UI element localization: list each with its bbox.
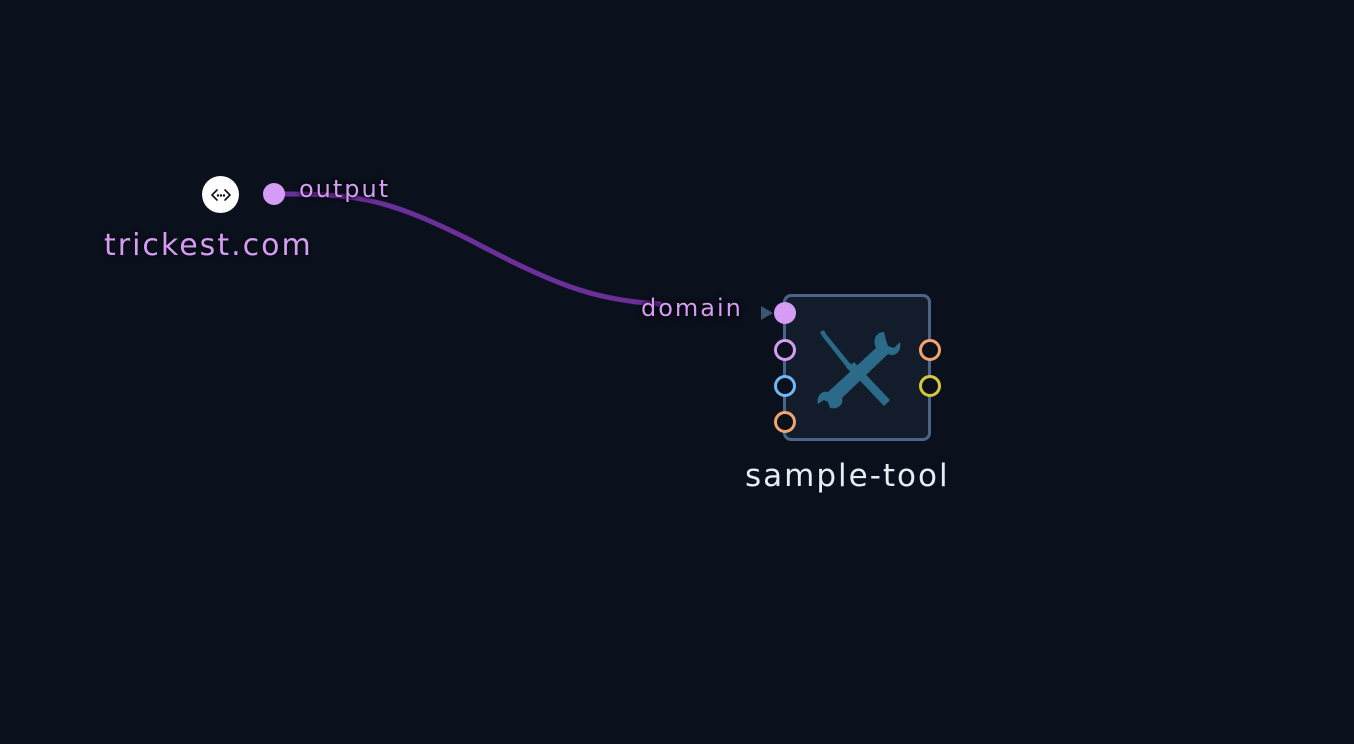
connection-wire[interactable] (282, 191, 663, 307)
http-link-icon (210, 188, 231, 201)
input-node[interactable] (202, 176, 239, 213)
output-port-label: output (299, 175, 391, 203)
domain-port-label: domain (641, 294, 743, 322)
tool-node-title: sample-tool (745, 458, 950, 494)
tool-node[interactable] (783, 294, 931, 441)
tool-output-port[interactable] (919, 339, 941, 361)
tool-output-port[interactable] (919, 375, 941, 397)
tool-input-port[interactable] (774, 411, 796, 433)
tool-input-port[interactable] (774, 339, 796, 361)
input-node-title: trickest.com (104, 228, 313, 263)
output-port[interactable] (263, 183, 285, 205)
tool-input-port[interactable] (774, 375, 796, 397)
wrench-screwdriver-icon (817, 330, 901, 409)
tool-input-port-domain[interactable] (774, 302, 796, 324)
connection-arrow-icon (761, 306, 773, 320)
